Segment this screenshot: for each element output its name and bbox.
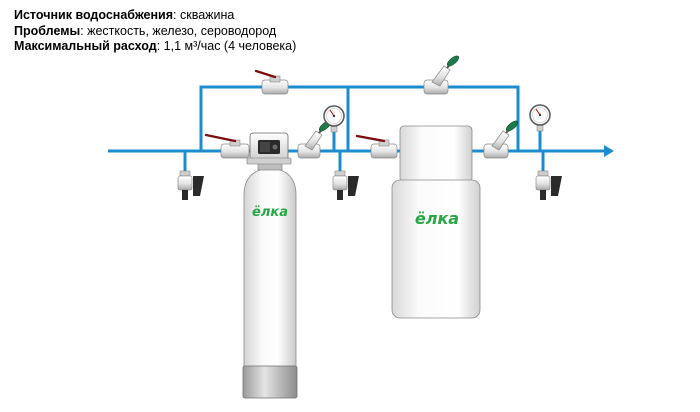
ball-valve-icon [355, 134, 398, 159]
flow-value: : 1,1 м³/час (4 человека) [156, 39, 297, 53]
pressure-gauge-icon [529, 104, 551, 132]
pressure-gauge-2 [529, 104, 551, 132]
control-head [246, 132, 292, 165]
pressure-gauge-1 [323, 105, 345, 133]
tank-base [242, 365, 298, 399]
brand-logo-right: ёлка [415, 209, 459, 228]
ball-valve-icon [254, 69, 289, 95]
sample-tap-1[interactable] [177, 170, 204, 200]
softener-cabinet: ёлка [391, 125, 481, 319]
sample-tap-icon [332, 170, 359, 200]
header: Источник водоснабжения: скважина Проблем… [14, 8, 434, 55]
bypass-ball-valve[interactable] [254, 69, 289, 95]
bypass-pipe-right [348, 85, 520, 151]
angle-valve-icon [423, 55, 459, 95]
angle-valve-icon [297, 120, 331, 159]
cabinet-lid [399, 125, 473, 183]
softener-inlet-ball-valve[interactable] [355, 134, 398, 159]
sample-tap-3[interactable] [535, 170, 562, 200]
inlet-ball-valve[interactable] [204, 133, 250, 159]
brand-logo-left: ёлка [252, 205, 288, 220]
tank-body [243, 167, 297, 369]
sample-tap-icon [177, 170, 204, 200]
pressure-gauge-icon [323, 105, 345, 133]
problems-label: Проблемы [14, 23, 81, 38]
arrow-right-icon [604, 145, 614, 157]
bypass-angle-valve[interactable] [423, 54, 460, 95]
sample-tap-icon [535, 170, 562, 200]
logo-text-left: ёлка [252, 205, 288, 220]
sample-tap-2[interactable] [332, 170, 359, 200]
header-line-problems: Проблемы: жесткость, железо, сероводород [14, 24, 434, 40]
filter-tank: ёлка [242, 132, 298, 399]
ball-valve-icon [204, 133, 250, 159]
cabinet-body [391, 179, 481, 319]
header-line-flow: Максимальный расход: 1,1 м³/час (4 челов… [14, 39, 434, 55]
logo-text-right: ёлка [415, 209, 459, 228]
header-line-source: Источник водоснабжения: скважина [14, 8, 434, 24]
filter-outlet-angle-valve[interactable] [297, 119, 332, 159]
softener-outlet-angle-valve[interactable] [483, 119, 519, 159]
source-value: : скважина [173, 8, 235, 22]
pipes [108, 85, 604, 172]
angle-valve-icon [483, 120, 518, 159]
source-label: Источник водоснабжения [14, 8, 174, 22]
problems-value: : жесткость, железо, сероводород [80, 23, 277, 38]
flow-label: Максимальный расход [14, 39, 157, 53]
